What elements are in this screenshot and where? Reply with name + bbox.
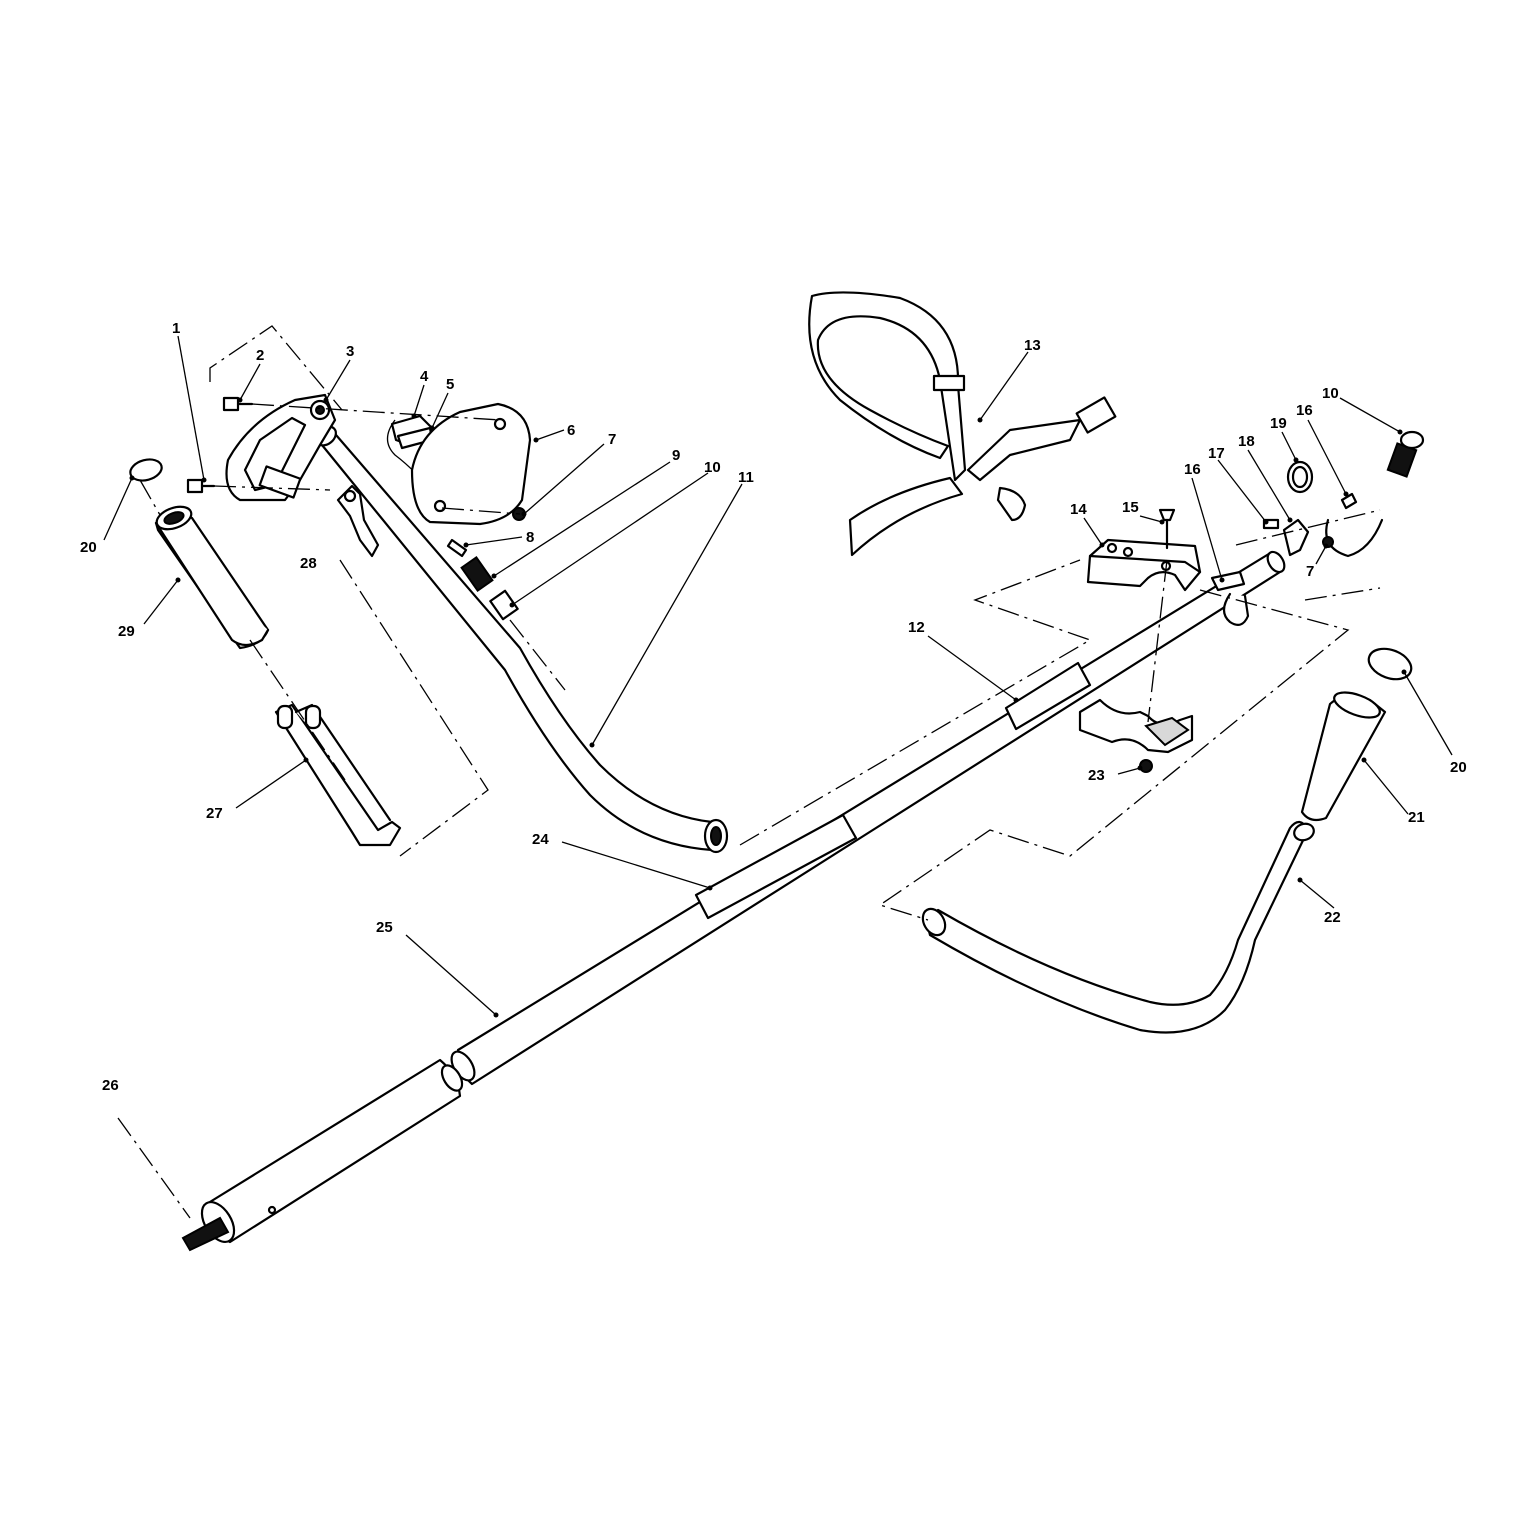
callout-22: 22 — [1324, 909, 1341, 926]
callout-14: 14 — [1070, 501, 1087, 518]
main-shaft — [181, 550, 1286, 1252]
rear-grip — [129, 458, 402, 847]
callout-8: 8 — [526, 529, 534, 546]
callout-6: 6 — [567, 422, 575, 439]
callout-5: 5 — [446, 376, 454, 393]
callout-19: 19 — [1270, 415, 1287, 432]
callout-18: 18 — [1238, 433, 1255, 450]
throttle-housing — [186, 393, 532, 621]
callout-20-left: 20 — [80, 539, 97, 556]
callout-10-right: 10 — [1322, 385, 1339, 402]
shoulder-strap — [808, 291, 1117, 557]
handle-bracket — [1210, 430, 1425, 626]
callout-16-right: 16 — [1296, 402, 1313, 419]
callout-2: 2 — [256, 347, 264, 364]
callout-23: 23 — [1088, 767, 1105, 784]
callout-21: 21 — [1408, 809, 1425, 826]
callout-1: 1 — [172, 320, 180, 337]
assist-handle — [921, 647, 1413, 1034]
callout-4: 4 — [420, 368, 429, 385]
callout-26: 26 — [102, 1077, 119, 1094]
callout-7-lower: 7 — [1306, 563, 1314, 580]
assembly-lines — [117, 325, 1381, 1219]
callout-13: 13 — [1024, 337, 1041, 354]
callout-27: 27 — [206, 805, 223, 822]
callout-29: 29 — [118, 623, 135, 640]
callout-7-upper: 7 — [608, 431, 616, 448]
callout-labels: 1 2 3 4 5 6 7 8 9 10 11 12 13 14 15 16 1… — [80, 320, 1467, 1094]
callout-16-left: 16 — [1184, 461, 1201, 478]
callout-28: 28 — [300, 555, 317, 572]
handle-clamp — [1078, 508, 1202, 773]
callout-17: 17 — [1208, 445, 1225, 462]
callout-25: 25 — [376, 919, 393, 936]
callout-12: 12 — [908, 619, 925, 636]
callout-3: 3 — [346, 343, 354, 360]
callout-24: 24 — [532, 831, 549, 848]
leader-lines — [103, 335, 1453, 1018]
callout-10-left: 10 — [704, 459, 721, 476]
callout-15: 15 — [1122, 499, 1139, 516]
callout-11: 11 — [738, 469, 754, 486]
callout-9: 9 — [672, 447, 680, 464]
callout-20-right: 20 — [1450, 759, 1467, 776]
